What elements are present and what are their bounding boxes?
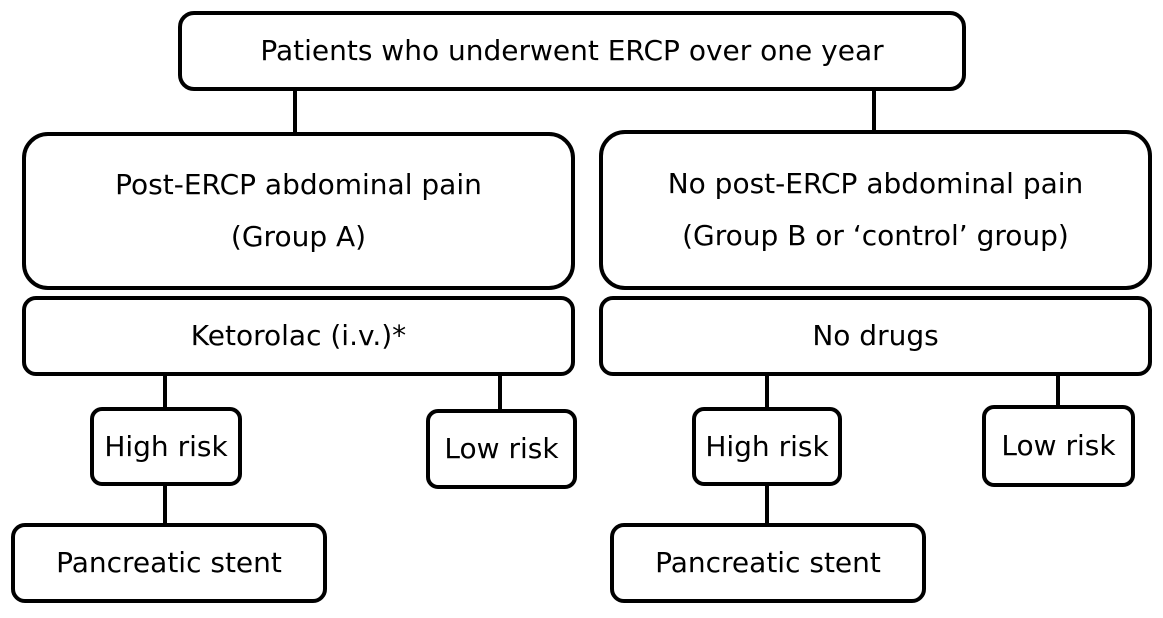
no-drugs-label: No drugs: [812, 319, 939, 352]
group-b-low-risk-node: Low risk: [982, 405, 1135, 487]
group-b-high-risk-node: High risk: [692, 407, 842, 486]
group-b-node: No post-ERCP abdominal pain (Group B or …: [599, 130, 1152, 290]
group-a-node: Post-ERCP abdominal pain (Group A): [22, 132, 575, 290]
group-a-title: Post-ERCP abdominal pain: [115, 168, 482, 201]
connector-ketorolac-to-high-risk: [163, 374, 167, 410]
no-drugs-node: No drugs: [599, 296, 1152, 376]
group-b-low-risk-label: Low risk: [1001, 429, 1116, 462]
group-b-title: No post-ERCP abdominal pain: [667, 167, 1084, 200]
group-a-high-risk-node: High risk: [90, 407, 242, 486]
root-node: Patients who underwent ERCP over one yea…: [178, 11, 966, 91]
ketorolac-label: Ketorolac (i.v.)*: [190, 319, 407, 352]
group-a-subtitle: (Group A): [230, 220, 367, 253]
group-b-subtitle: (Group B or ‘control’ group): [682, 219, 1069, 252]
group-b-high-risk-label: High risk: [705, 429, 829, 463]
group-a-low-risk-node: Low risk: [426, 409, 577, 489]
connector-root-to-group-a: [293, 90, 297, 134]
connector-root-to-group-b: [872, 90, 876, 134]
group-b-stent-label: Pancreatic stent: [655, 546, 881, 579]
group-a-stent-node: Pancreatic stent: [11, 523, 327, 603]
connector-high-risk-to-stent-a: [163, 484, 167, 526]
connector-high-risk-to-stent-b: [765, 484, 769, 526]
group-b-stent-node: Pancreatic stent: [610, 523, 926, 603]
group-a-high-risk-label: High risk: [104, 429, 228, 463]
group-a-stent-label: Pancreatic stent: [56, 546, 282, 579]
group-a-text: Post-ERCP abdominal pain (Group A): [115, 159, 482, 263]
connector-nodrugs-to-high-risk: [765, 374, 769, 410]
connector-ketorolac-to-low-risk: [498, 374, 502, 412]
connector-nodrugs-to-low-risk: [1056, 372, 1060, 408]
ketorolac-node: Ketorolac (i.v.)*: [22, 296, 575, 376]
group-b-text: No post-ERCP abdominal pain (Group B or …: [668, 158, 1084, 262]
root-label: Patients who underwent ERCP over one yea…: [260, 34, 884, 67]
group-a-low-risk-label: Low risk: [444, 432, 559, 465]
